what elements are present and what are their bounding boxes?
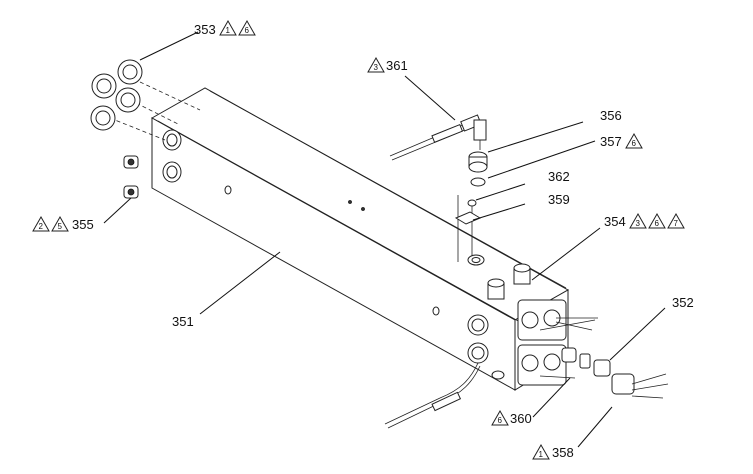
svg-text:6: 6: [245, 26, 250, 35]
exploded-thermocouple: [561, 347, 669, 399]
svg-text:6: 6: [498, 416, 503, 425]
plug-group-353: [90, 59, 201, 141]
leader-lines: [103, 31, 666, 448]
svg-text:1: 1: [226, 26, 231, 35]
callout-352: 352: [672, 295, 694, 310]
callout-360: 360: [510, 411, 532, 426]
svg-text:6: 6: [655, 219, 660, 228]
callout-351: 351: [172, 314, 194, 329]
fitting-stack: [454, 151, 488, 266]
plug-group-355: [123, 155, 139, 199]
svg-text:3: 3: [374, 63, 379, 72]
warning-triangle-icon: 6: [238, 19, 256, 36]
callout-361: 361: [386, 58, 408, 73]
callout-labels: 353 361 356 357 362 359 354 355 352 351 …: [72, 22, 694, 460]
warning-triangle-icon: 3: [629, 212, 647, 229]
callout-359: 359: [548, 192, 570, 207]
svg-text:2: 2: [39, 222, 44, 231]
callout-353: 353: [194, 22, 216, 37]
warning-triangle-icon: 2: [32, 215, 50, 232]
warning-triangle-icon: 3: [367, 56, 385, 73]
svg-text:7: 7: [674, 219, 679, 228]
svg-text:5: 5: [58, 222, 63, 231]
warning-triangle-icon: 5: [51, 215, 69, 232]
warning-triangle-icon: 1: [219, 19, 237, 36]
warning-triangle-icon: 1: [532, 443, 550, 460]
warning-triangle-icon: 6: [491, 409, 509, 426]
callout-354: 354: [604, 214, 626, 229]
warning-triangle-icon: 7: [667, 212, 685, 229]
warning-triangles: 1 6 3 6 3 6 7 2: [32, 19, 685, 460]
fittings-354: [487, 263, 531, 300]
warning-triangle-icon: 6: [648, 212, 666, 229]
svg-text:6: 6: [632, 139, 637, 148]
end-block-assembly: [517, 299, 598, 386]
callout-362: 362: [548, 169, 570, 184]
svg-text:1: 1: [539, 450, 544, 459]
svg-text:3: 3: [636, 219, 641, 228]
sensor-361: [389, 114, 487, 161]
callout-355: 355: [72, 217, 94, 232]
side-fittings: [467, 314, 489, 364]
lower-sensor-cable: [384, 362, 481, 429]
callout-357: 357: [600, 134, 622, 149]
warning-triangle-icon: 6: [625, 132, 643, 149]
callout-356: 356: [600, 108, 622, 123]
manifold-body: [150, 87, 570, 391]
callout-358: 358: [552, 445, 574, 460]
